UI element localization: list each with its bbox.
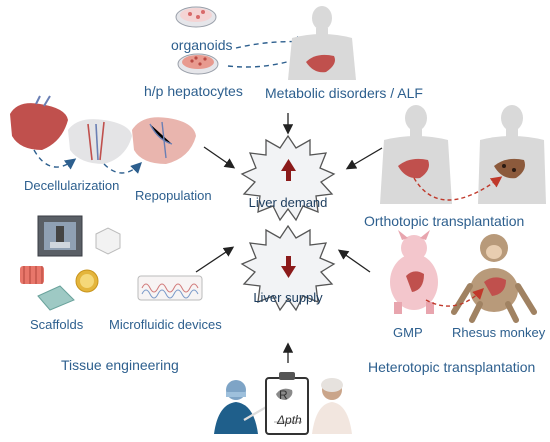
liver-icon	[132, 117, 196, 164]
liver-icon	[494, 158, 525, 179]
monkey-icon	[451, 234, 537, 323]
liver-icon	[68, 119, 132, 164]
arrow	[195, 246, 235, 273]
metabolic-disorders-label: Metabolic disorders / ALF	[265, 85, 423, 101]
decellularization-label: Decellularization	[24, 178, 120, 193]
pig-icon	[390, 230, 438, 314]
doctor-icon	[312, 378, 352, 434]
scaffold-icon	[95, 227, 121, 255]
scaffold-icon	[20, 266, 44, 284]
gmp-label: GMP	[393, 325, 423, 340]
human-body-icon	[478, 105, 546, 204]
3d-printer-icon	[37, 215, 83, 257]
dashed-arrow	[425, 288, 484, 307]
dashed-arrow	[33, 149, 77, 170]
petri-dish-icon	[175, 6, 217, 28]
liver-demand-label: Liver demand	[248, 195, 328, 210]
liver-icon	[398, 158, 429, 179]
dashed-arrow	[227, 55, 303, 68]
organoids-label: organoids	[171, 37, 233, 53]
petri-dish-icon	[177, 53, 219, 75]
prescription-text-label: Δpth	[277, 413, 302, 427]
increase-arrow-icon	[281, 159, 296, 181]
rhesus-monkey-label: Rhesus monkey	[452, 325, 546, 340]
dashed-arrow	[103, 162, 142, 174]
arrow	[337, 249, 371, 273]
prescription-rx-label: R	[279, 388, 288, 402]
hepatocytes-label: h/p hepatocytes	[144, 83, 243, 99]
heterotopic-transplantation-label: Heterotopic transplantation	[368, 359, 536, 375]
dashed-arrow	[413, 176, 503, 201]
microfluidic-chip-icon	[137, 275, 203, 301]
repopulation-label: Repopulation	[135, 188, 212, 203]
arrow	[345, 147, 383, 170]
surgeon-icon	[214, 380, 269, 434]
arrow	[203, 146, 236, 169]
tissue-engineering-label: Tissue engineering	[61, 357, 179, 373]
liver-icon	[10, 95, 68, 150]
scaffold-icon	[75, 269, 99, 293]
scaffolds-label: Scaffolds	[30, 317, 84, 332]
scaffold-icon	[37, 285, 75, 311]
orthotopic-transplantation-label: Orthotopic transplantation	[364, 213, 525, 229]
clipboard-prescription-icon	[265, 372, 309, 435]
human-body-icon	[380, 105, 452, 204]
liver-icon	[306, 54, 335, 73]
liver-supply-label: Liver supply	[253, 290, 323, 305]
microfluidic-devices-label: Microfluidic devices	[109, 317, 222, 332]
decrease-arrow-icon	[281, 256, 296, 278]
